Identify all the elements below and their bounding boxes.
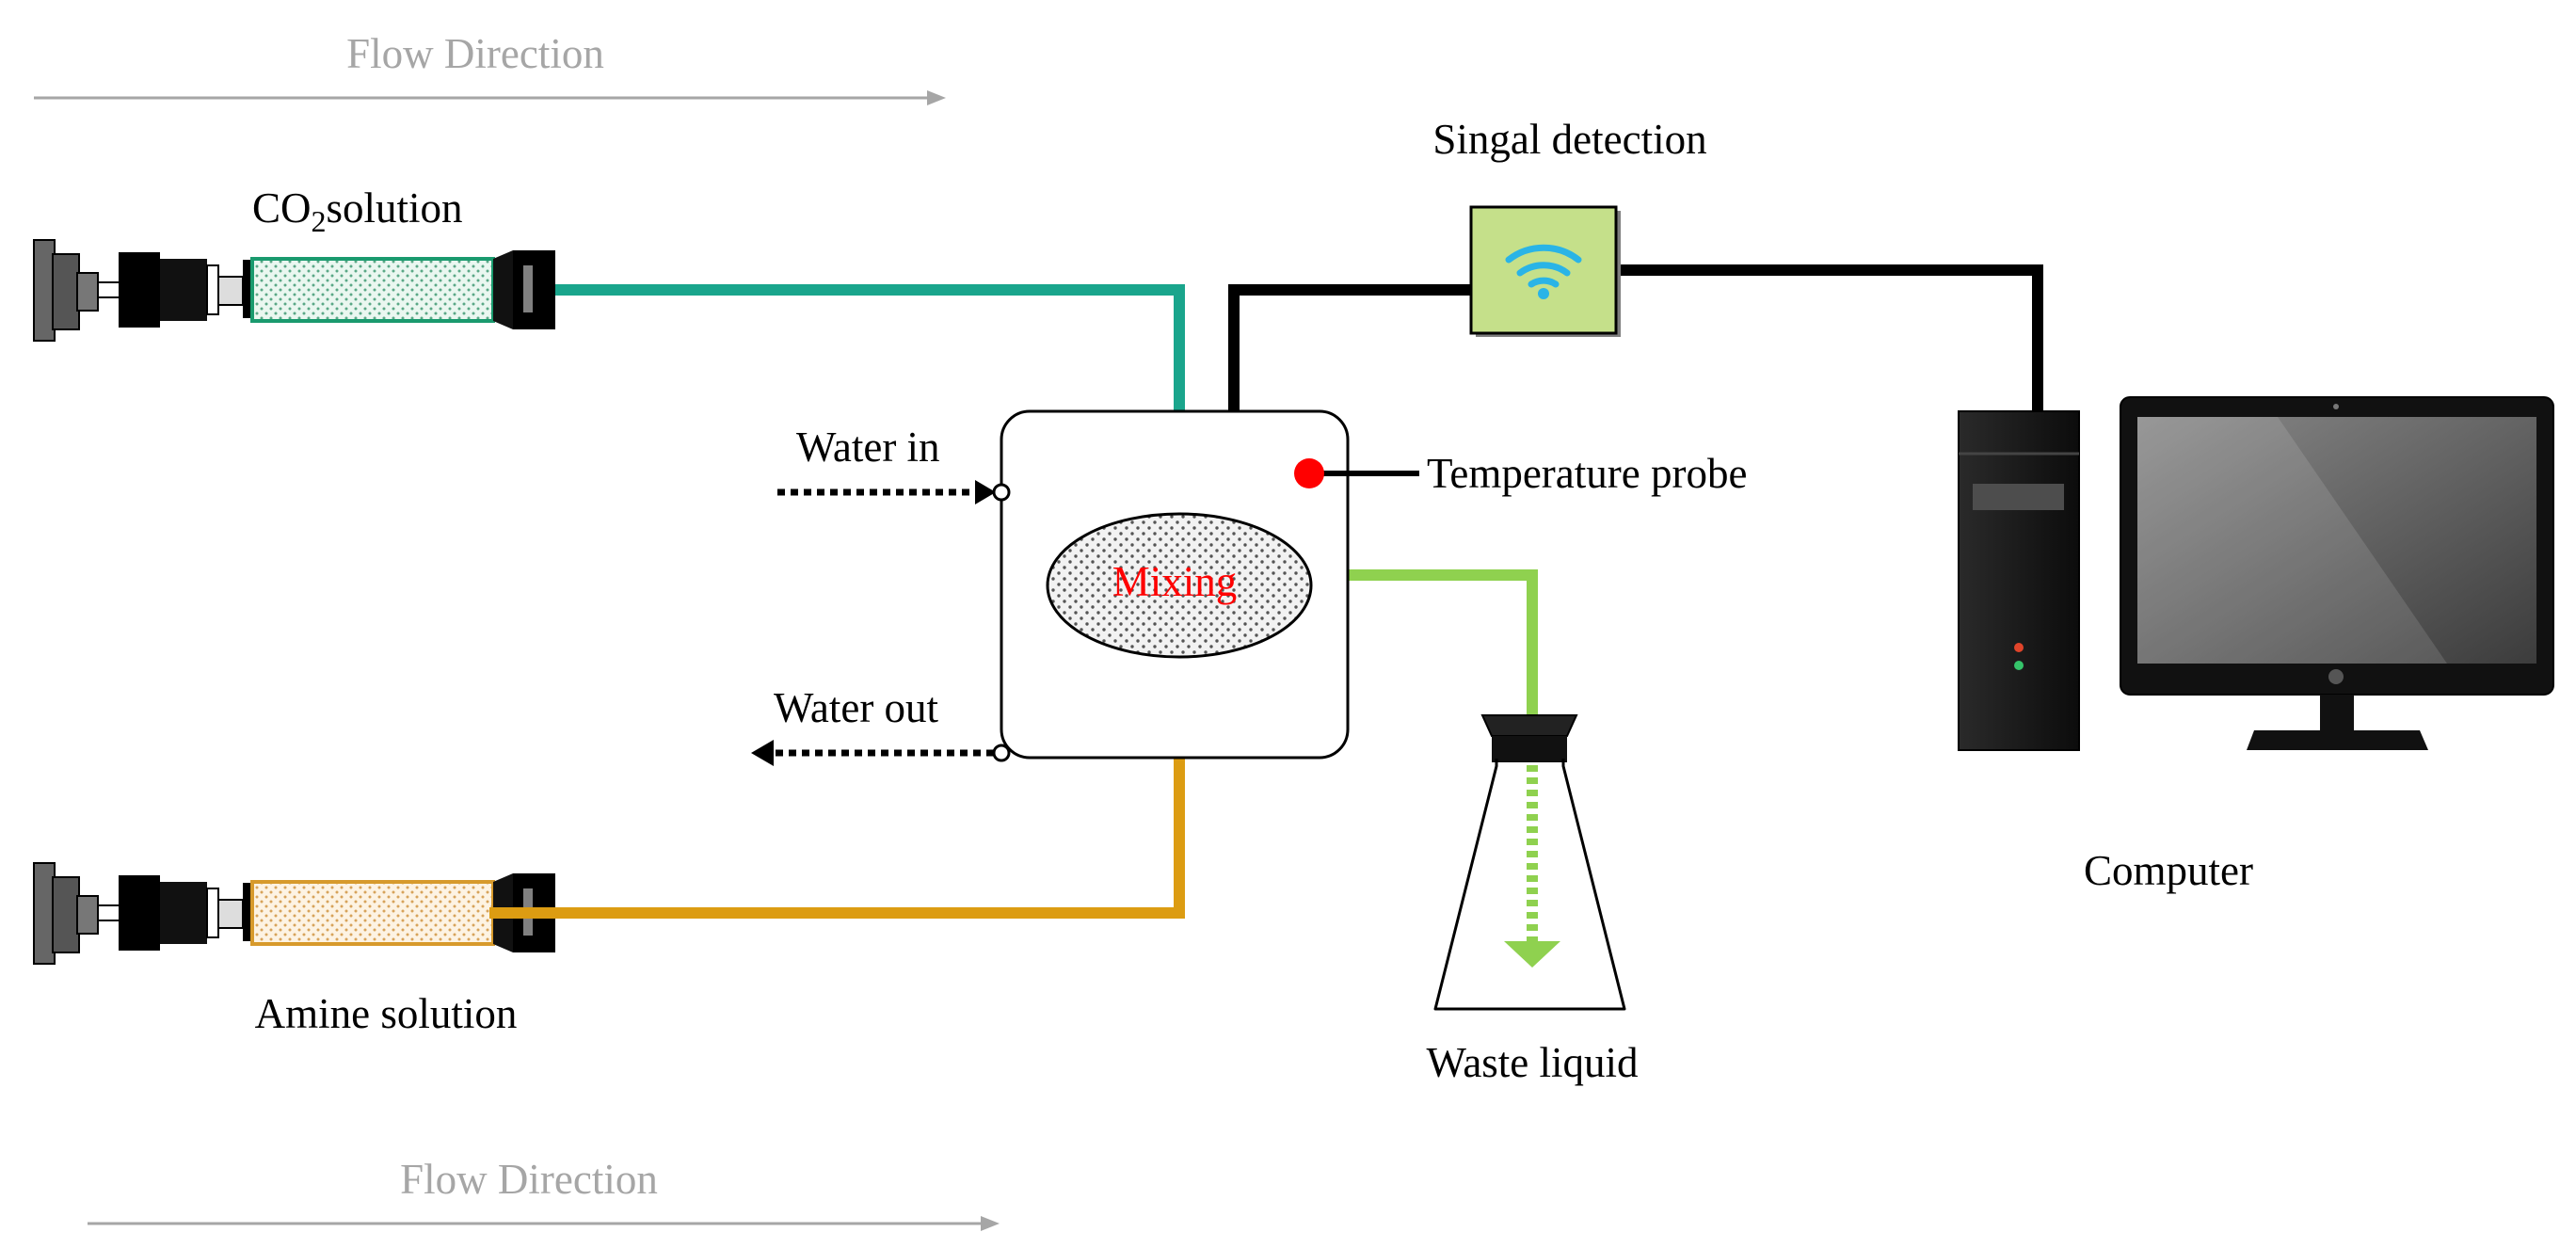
water-in-arrow-head (975, 480, 996, 504)
waste-tubing (1348, 569, 1560, 968)
amine-solution-label: Amine solution (255, 990, 518, 1037)
mixing-label: Mixing (1112, 558, 1238, 605)
water-out (751, 740, 1011, 766)
computer-tower (1958, 410, 2080, 751)
temperature-probe-dot (1294, 458, 1324, 488)
water-out-arrow-head (751, 740, 774, 766)
mixing-chamber (1046, 512, 1313, 659)
flow-direction-top: Flow Direction (34, 30, 946, 105)
signal-box (1469, 205, 1618, 335)
waste-liquid-label: Waste liquid (1426, 1039, 1638, 1086)
waste-arrow-head (1504, 941, 1560, 968)
svg-text:CO2solution: CO2solution (252, 184, 463, 238)
temperature-probe-label: Temperature probe (1427, 450, 1747, 497)
water-out-port (992, 744, 1011, 762)
flow-arrow-top-head (927, 90, 946, 105)
wifi-icon (1505, 244, 1582, 299)
amine-syringe-barrel (250, 880, 495, 946)
flask-stopper (1480, 714, 1578, 737)
flow-arrow-bottom-head (981, 1216, 1000, 1231)
water-in-label: Water in (796, 424, 940, 471)
signal-detector (1469, 205, 1621, 337)
co2-label-suffix: solution (327, 184, 463, 232)
flow-direction-bottom: Flow Direction (88, 1156, 1000, 1231)
flask-body (1433, 759, 1626, 1011)
computer-label: Computer (2084, 847, 2253, 894)
co2-syringe-barrel (250, 257, 495, 323)
co2-solution-label: CO2solution (252, 184, 463, 238)
water-in (777, 480, 1011, 504)
water-out-label: Water out (774, 684, 939, 731)
monitor-screen (2137, 417, 2536, 664)
flow-direction-top-label: Flow Direction (346, 30, 604, 77)
water-in-port (992, 483, 1011, 502)
desktop-computer-icon (1958, 396, 2554, 751)
computer-monitor (2120, 396, 2554, 750)
temperature-probe (1294, 458, 1419, 488)
erlenmeyer-flask-icon (1433, 714, 1626, 1011)
co2-label-prefix: CO (252, 184, 312, 232)
co2-syringe-pump-icon (33, 239, 555, 342)
co2-label-subscript: 2 (312, 204, 327, 238)
flow-direction-bottom-label: Flow Direction (400, 1156, 658, 1203)
signal-detection-label: Singal detection (1432, 116, 1706, 163)
amine-syringe-pump-icon (33, 862, 555, 965)
flask-stopper-base (1492, 736, 1567, 762)
